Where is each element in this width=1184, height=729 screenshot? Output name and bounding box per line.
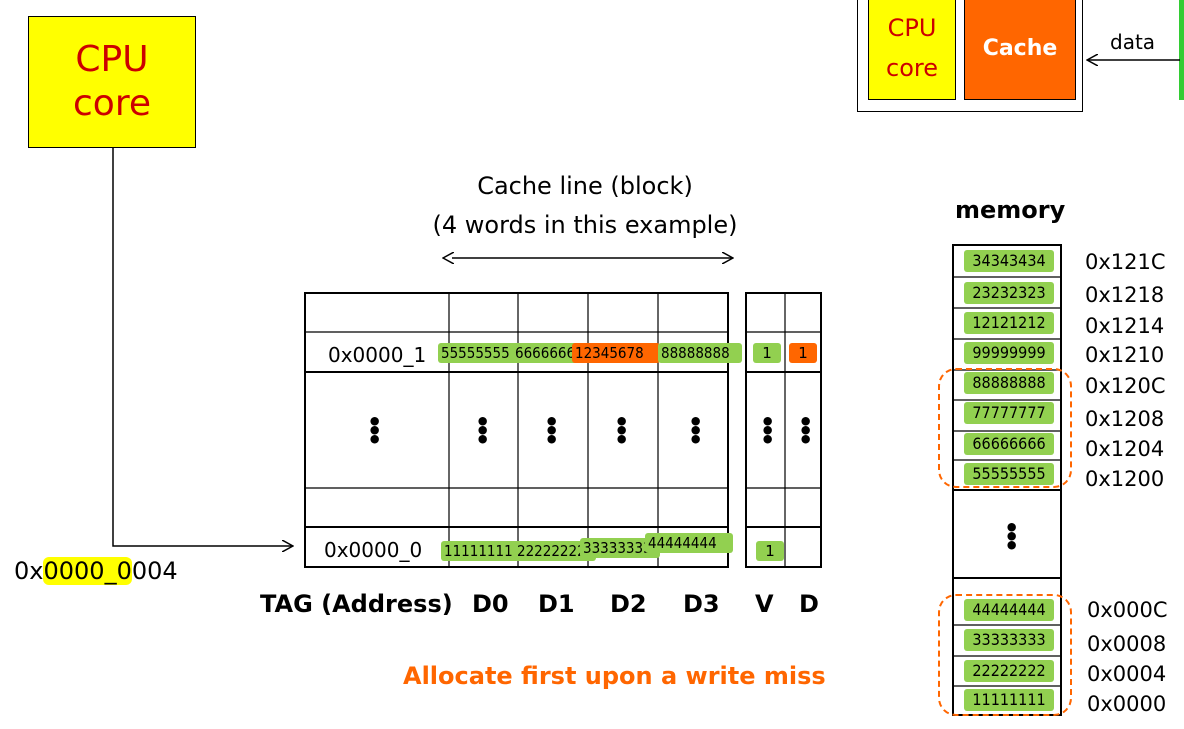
memory-word: 88888888 <box>964 372 1054 394</box>
memory-address: 0x0000 <box>1087 692 1167 716</box>
address-tag-highlight: 0000_0 <box>43 557 132 585</box>
header-d: D <box>799 590 819 618</box>
d1-ellipsis: ••• <box>544 408 560 454</box>
memory-grid <box>952 276 1062 687</box>
d-ellipsis: ••• <box>798 408 814 454</box>
row0-d2-word: 33333333 <box>580 538 660 558</box>
inset-memory-edge <box>1179 0 1184 100</box>
cache-line-title-line2: (4 words in this example) <box>432 211 738 239</box>
memory-word: 77777777 <box>964 402 1054 424</box>
memory-address: 0x0004 <box>1087 662 1167 686</box>
cpu-core-box: CPU core <box>28 16 196 148</box>
header-tag: TAG (Address) <box>260 590 453 618</box>
header-v: V <box>755 590 774 618</box>
memory-word: 66666666 <box>964 433 1054 455</box>
header-d0: D0 <box>472 590 509 618</box>
row1-d0-word: 55555555 <box>438 343 518 363</box>
address-prefix: 0x <box>14 557 44 585</box>
row1-d1-word: 66666666 <box>512 343 582 363</box>
memory-address: 0x120C <box>1085 374 1166 398</box>
inset-cache-label: Cache <box>982 35 1058 61</box>
d0-ellipsis: ••• <box>475 408 491 454</box>
row0-d0-word: 11111111 <box>441 541 519 561</box>
memory-block-0000-highlight <box>938 594 1072 716</box>
v-ellipsis: ••• <box>760 408 776 454</box>
inset-data-label: data <box>1110 30 1156 54</box>
memory-word: 55555555 <box>964 463 1054 485</box>
d2-ellipsis: ••• <box>614 408 630 454</box>
memory-word: 44444444 <box>964 599 1054 621</box>
memory-address: 0x0008 <box>1087 632 1167 656</box>
memory-word: 23232323 <box>964 282 1054 304</box>
row1-tag: 0x0000_1 <box>328 343 427 367</box>
memory-word: 33333333 <box>964 629 1054 651</box>
cpu-label-line1: CPU <box>75 39 149 80</box>
d3-ellipsis: ••• <box>688 408 704 454</box>
memory-word: 22222222 <box>964 660 1054 682</box>
write-miss-note: Allocate first upon a write miss <box>403 662 826 690</box>
row0-d3-word: 44444444 <box>645 533 733 553</box>
memory-address: 0x1204 <box>1085 437 1165 461</box>
row0-tag: 0x0000_0 <box>324 538 423 562</box>
header-d1: D1 <box>538 590 575 618</box>
cpu-address-label: 0x0000_0004 <box>14 557 178 585</box>
cpu-label-line2: core <box>73 83 151 124</box>
tag-ellipsis: ••• <box>367 408 383 454</box>
header-d3: D3 <box>683 590 720 618</box>
memory-word: 11111111 <box>964 689 1054 711</box>
address-suffix: 004 <box>131 557 178 585</box>
memory-address: 0x1200 <box>1085 467 1165 491</box>
row0-d1-word: 22222222 <box>514 541 596 561</box>
memory-address: 0x1208 <box>1085 407 1165 431</box>
cpu-to-tag-arrow <box>112 148 292 546</box>
memory-word: 34343434 <box>964 250 1054 272</box>
memory-address: 0x121C <box>1085 250 1166 274</box>
row1-d3-word: 88888888 <box>658 343 742 363</box>
row1-valid-bit: 1 <box>753 343 781 363</box>
memory-address: 0x000C <box>1087 598 1168 622</box>
header-d2: D2 <box>610 590 647 618</box>
memory-block-1200-highlight <box>938 368 1072 488</box>
cache-line-title-line1: Cache line (block) <box>477 172 693 200</box>
memory-address: 0x1218 <box>1085 283 1165 307</box>
row1-d2-word-dirty: 12345678 <box>572 343 660 363</box>
memory-address: 0x1214 <box>1085 314 1165 338</box>
inset-cpu-box: CPU core <box>868 0 956 100</box>
cache-table-grid <box>304 292 822 568</box>
inset-cache-box: Cache <box>964 0 1076 100</box>
memory-word: 99999999 <box>964 342 1054 364</box>
memory-ellipsis: ••• <box>1004 514 1020 560</box>
inset-cpu-line2: core <box>886 54 938 82</box>
row1-dirty-bit: 1 <box>789 343 817 363</box>
row0-valid-bit: 1 <box>756 541 784 561</box>
memory-word: 12121212 <box>964 312 1054 334</box>
inset-cpu-line1: CPU <box>887 14 937 42</box>
memory-address: 0x1210 <box>1085 343 1165 367</box>
memory-title: memory <box>955 196 1066 224</box>
